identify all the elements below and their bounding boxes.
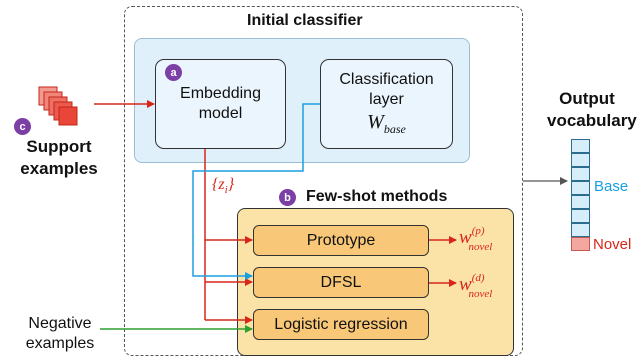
embedding-model-label-line1: Embedding [180, 85, 261, 102]
w-novel-d-label: w(d)novel [459, 272, 493, 300]
vocab-cell [571, 181, 590, 195]
embedding-model-box: Embedding model [155, 59, 286, 149]
initial-classifier-title: Initial classifier [247, 12, 363, 29]
support-examples-stack-icon [37, 85, 81, 129]
wbase-to-dfsl-arrow [192, 103, 320, 280]
classification-layer-label-line2: layer [369, 90, 404, 108]
prototype-method-box: Prototype [253, 225, 429, 256]
support-examples-label: Support examples [20, 137, 98, 178]
negative-examples-label: Negative examples [25, 315, 95, 352]
vocab-cell [571, 209, 590, 223]
vocab-cell [571, 139, 590, 153]
badge-c: c [14, 118, 31, 135]
novel-label: Novel [593, 236, 632, 253]
classification-layer-box: Classification layer Wbase [320, 59, 453, 149]
output-vocabulary-label: Output vocabulary [547, 89, 637, 130]
dfsl-method-box: DFSL [253, 267, 429, 298]
w-novel-p-label: w(p)novel [459, 225, 493, 253]
badge-b: b [279, 189, 296, 206]
few-shot-methods-title: Few-shot methods [306, 188, 448, 205]
logistic-regression-method-box: Logistic regression [253, 309, 429, 340]
z-i-label: {zi} [212, 176, 235, 197]
badge-a: a [165, 64, 182, 81]
vocab-cell [571, 167, 590, 181]
embedding-model-label-line2: model [198, 105, 243, 122]
vocab-novel-cell [571, 237, 590, 251]
base-label: Base [594, 178, 629, 195]
classification-layer-label-line1: Classification [339, 70, 434, 88]
vocab-cell [571, 195, 590, 209]
vocab-cell [571, 153, 590, 167]
vocab-cell [571, 223, 590, 237]
w-base-label: Wbase [367, 110, 406, 136]
